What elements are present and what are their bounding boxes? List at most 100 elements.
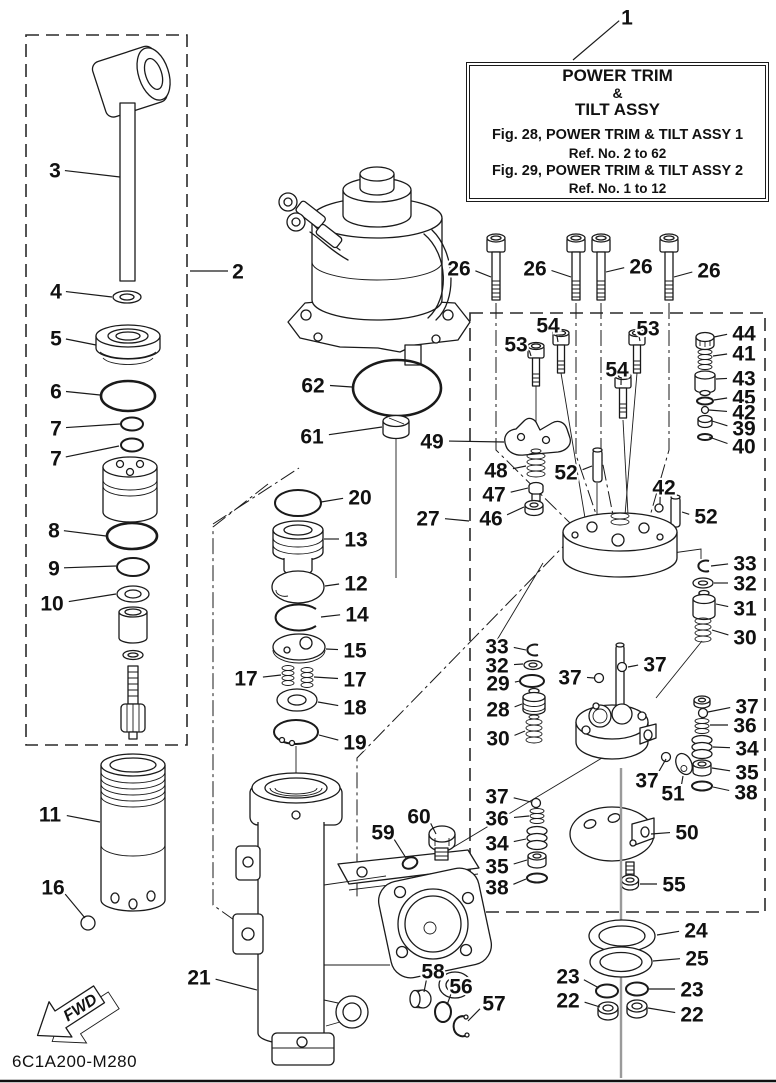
callout-label-9: 9 [48, 558, 60, 581]
mount-bolts-26 [486, 233, 679, 301]
callout-leader-26 [551, 269, 572, 278]
callout-label-13: 13 [344, 529, 367, 552]
fwd-arrow-icon: FWD [36, 985, 120, 1044]
callout-label-26: 26 [523, 258, 546, 281]
callout-label-56: 56 [449, 976, 472, 999]
callout-label-48: 48 [484, 460, 508, 483]
callout-leader-48 [512, 465, 527, 470]
piston-rod-subassembly [91, 45, 171, 740]
callout-leader-25 [652, 958, 681, 962]
callout-leader-22 [647, 1007, 676, 1014]
check-valve-kit-left-lower [526, 797, 548, 884]
oring-59 [401, 856, 419, 870]
bolt-53-left [527, 341, 545, 387]
callout-label-40: 40 [732, 436, 755, 459]
callout-leader-43 [715, 377, 728, 380]
callout-label-21: 21 [187, 967, 211, 990]
free-piston [102, 456, 158, 523]
callout-label-1: 1 [621, 7, 633, 30]
callout-leader-32 [513, 663, 524, 666]
oring-23-left [595, 983, 619, 999]
callout-label-46: 46 [479, 508, 502, 531]
bellows-34-right [691, 734, 713, 760]
callout-label-18: 18 [343, 697, 367, 720]
callout-label-23: 23 [680, 979, 703, 1002]
fig29-ref: Ref. No. 1 to 12 [568, 181, 667, 197]
screw-47 [528, 481, 544, 502]
callout-leader-30 [711, 629, 729, 636]
callout-label-25: 25 [685, 948, 709, 971]
callout-leader-12 [324, 583, 340, 587]
callout-leader-22 [584, 1001, 601, 1008]
rod-shaft [119, 102, 136, 282]
trim-cylinder-11 [80, 753, 166, 931]
callout-leader-31 [715, 603, 729, 608]
callout-label-11: 11 [39, 804, 62, 827]
cylinder-body-21 [232, 772, 493, 1066]
callout-label-26: 26 [697, 260, 720, 283]
oring-29 [519, 674, 545, 688]
ball-37-a [593, 672, 605, 684]
washer-18 [276, 688, 318, 712]
callout-leader-15 [325, 648, 339, 651]
lead-bracket-49 [504, 417, 571, 456]
callout-leader-23 [583, 979, 600, 989]
callout-leader-47 [510, 487, 529, 493]
title-line-3: TILT ASSY [575, 100, 660, 120]
callout-leader-54 [556, 333, 559, 343]
ball-42b [654, 503, 664, 513]
valve-disc-12 [271, 570, 325, 604]
callout-label-45: 45 [732, 387, 756, 410]
callout-label-23: 23 [556, 966, 579, 989]
callout-label-6: 6 [50, 381, 62, 404]
valve-manifold-body [562, 512, 678, 578]
callout-leader-18 [317, 701, 339, 707]
oring-38-left [526, 872, 548, 884]
callout-label-50: 50 [675, 822, 698, 845]
callout-leader-60 [430, 823, 437, 835]
circlip-57 [452, 1014, 470, 1038]
callout-label-22: 22 [556, 990, 579, 1013]
nut-46 [524, 499, 544, 517]
washer-4 [112, 290, 142, 304]
callout-label-62: 62 [301, 375, 324, 398]
piston-13 [272, 520, 324, 581]
spring-30-left [525, 714, 543, 744]
callout-leader-26 [605, 267, 625, 273]
callout-leader-9 [63, 565, 117, 569]
callout-label-34: 34 [485, 833, 509, 856]
callout-leader-37 [627, 664, 639, 668]
callout-label-60: 60 [407, 806, 430, 829]
callout-label-53: 53 [504, 334, 527, 357]
manual-release-plug-58 [409, 989, 432, 1009]
valve-sleeve [118, 606, 148, 644]
check-ball-16 [80, 915, 96, 931]
callout-leader-41 [712, 353, 728, 357]
oring-7b [120, 437, 144, 453]
cylinder-end-screw-5 [95, 324, 161, 365]
callout-leader-40 [708, 436, 728, 445]
callout-label-15: 15 [343, 640, 367, 663]
callout-leader-17 [313, 676, 339, 680]
callout-label-32: 32 [485, 655, 508, 678]
ball-37-left [530, 797, 542, 809]
valve-pin-43 [694, 370, 716, 397]
callout-leader-37 [513, 797, 532, 803]
callout-label-37: 37 [635, 770, 658, 793]
screw-44 [695, 331, 715, 351]
callout-leader-26 [673, 271, 693, 278]
valve-bolts-53-54 [527, 328, 646, 419]
callout-label-35: 35 [485, 856, 509, 879]
left-subassembly-dashed-box [25, 34, 188, 746]
callout-leader-51 [681, 775, 684, 785]
callout-label-51: 51 [661, 783, 685, 806]
callout-leader-59 [393, 839, 407, 859]
seal-ring-25 [589, 946, 653, 978]
callout-leader-7 [65, 423, 121, 429]
callout-label-7: 7 [50, 418, 62, 441]
fig29-line: Fig. 29, POWER TRIM & TILT ASSY 2 [491, 162, 744, 179]
filter-plate-50 [569, 806, 655, 862]
oring-38-right [691, 780, 713, 792]
ptt-motor [278, 166, 471, 366]
